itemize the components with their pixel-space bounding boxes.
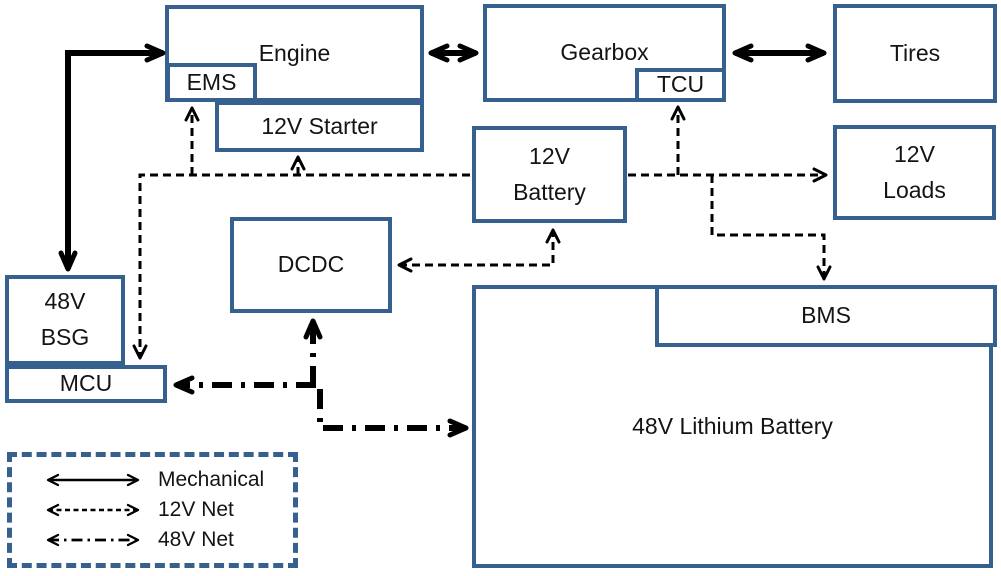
legend-item-12v-net: 12V Net — [40, 495, 287, 525]
node-12v-loads: 12V Loads — [833, 125, 996, 220]
node-dcdc: DCDC — [230, 217, 392, 313]
node-12v-battery-label: 12V Battery — [513, 142, 586, 205]
12v-net-arrow-icon — [46, 503, 140, 517]
12v-link-dcdc-battery — [397, 228, 561, 273]
mechanical-link-engine-bsg — [58, 43, 166, 272]
node-engine-label: Engine — [258, 39, 331, 66]
node-12v-loads-label: 12V Loads — [883, 140, 946, 203]
legend-item-mechanical: Mechanical — [40, 465, 287, 495]
node-bms-label: BMS — [801, 302, 851, 329]
node-12v-starter-label: 12V Starter — [261, 112, 378, 139]
node-mcu: MCU — [5, 365, 167, 403]
node-12v-starter: 12V Starter — [215, 101, 424, 152]
legend-item-mechanical-label: Mechanical — [158, 468, 265, 491]
node-tires: Tires — [833, 4, 997, 103]
mechanical-arrow-icon — [46, 473, 140, 487]
48v-link-bus-lithium-battery — [317, 389, 469, 438]
node-ems-label: EMS — [186, 68, 237, 95]
node-engine: Engine — [165, 5, 424, 102]
legend-item-48v-net: 48V Net — [40, 525, 287, 555]
legend: Mechanical 12V Net 48V Net — [7, 452, 298, 568]
node-12v-battery: 12V Battery — [472, 126, 627, 223]
node-gearbox-label: Gearbox — [560, 39, 649, 66]
node-tcu-label: TCU — [656, 71, 705, 98]
node-48v-bsg-label: 48V BSG — [40, 288, 90, 350]
node-bms: BMS — [655, 285, 997, 347]
node-dcdc-label: DCDC — [277, 251, 345, 278]
node-ems: EMS — [166, 63, 257, 102]
48v-net-arrow-icon — [46, 533, 140, 547]
legend-item-12v-net-label: 12V Net — [158, 498, 234, 521]
12v-link-bus-bms — [710, 175, 832, 281]
legend-item-48v-net-label: 48V Net — [158, 528, 234, 551]
node-tires-label: Tires — [889, 39, 941, 66]
node-48v-lithium-battery-label: 48V Lithium Battery — [632, 412, 833, 439]
node-48v-bsg: 48V BSG — [5, 275, 125, 365]
node-mcu-label: MCU — [59, 370, 113, 397]
node-tcu: TCU — [635, 68, 726, 102]
